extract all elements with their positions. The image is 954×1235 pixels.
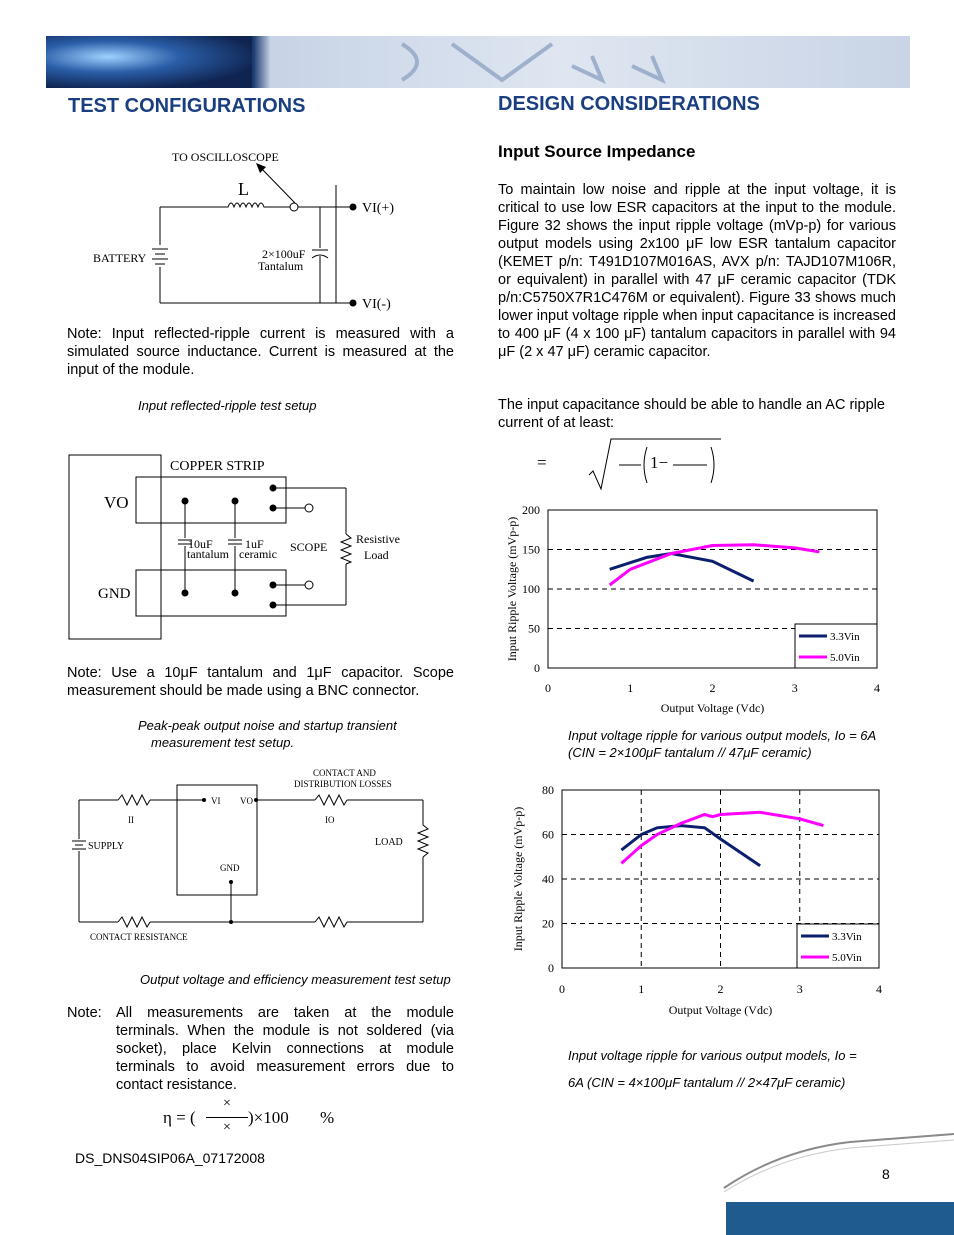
cap1-type-label: tantalum (187, 547, 230, 561)
banner-logo-shapes (400, 42, 666, 84)
efficiency-formula: η = ( × × )×100 % (163, 1096, 363, 1140)
load-label: Load (364, 548, 389, 562)
caption-chart-2a: Input voltage ripple for various output … (568, 1048, 857, 1063)
x-tick-label: 2 (718, 982, 724, 996)
caption-fig-noise-a: Peak-peak output noise and startup trans… (138, 718, 397, 733)
caption-fig-efficiency: Output voltage and efficiency measuremen… (140, 972, 451, 987)
cap1-value-label: 10uF (188, 537, 213, 551)
note3-label: Note: (67, 1005, 102, 1021)
x-tick-label: 0 (545, 681, 551, 695)
x-tick-label: 1 (638, 982, 644, 996)
vi-terminal-label: VI (211, 796, 221, 806)
battery-label: BATTERY (93, 251, 147, 265)
caption-chart-2b: 6A (CIN = 4×100μF tantalum // 2×47μF cer… (568, 1075, 846, 1090)
caption-fig-noise-b: measurement test setup. (151, 735, 295, 750)
y-tick-label: 150 (522, 543, 540, 557)
paragraph-input-impedance: To maintain low noise and ripple at the … (498, 182, 896, 360)
io-label: IO (325, 815, 335, 825)
x-tick-label: 3 (792, 681, 798, 695)
x-tick-label: 1 (627, 681, 633, 695)
eta-rhs: )×100 (248, 1108, 289, 1127)
input-source-impedance-title: Input Source Impedance (498, 142, 696, 161)
vi-minus-label: VI(-) (362, 297, 391, 312)
header-banner (46, 36, 910, 88)
test-configurations-title: TEST CONFIGURATIONS (68, 95, 306, 117)
scope-label: SCOPE (290, 540, 327, 554)
formula-one-minus: 1− (650, 453, 669, 472)
eta-percent: % (320, 1108, 335, 1127)
legend-label: 5.0Vin (832, 952, 862, 964)
inductor-label: L (238, 179, 249, 199)
legend-box (796, 923, 880, 969)
input-ripple-circuit: TO OSCILLOSCOPE L VI(+) BATTERY 2×100uF … (93, 150, 394, 312)
contact-losses-label-b: DISTRIBUTION LOSSES (294, 779, 392, 789)
y-tick-label: 20 (542, 917, 554, 931)
oscilloscope-label: TO OSCILLOSCOPE (172, 150, 279, 164)
formula-equals: = (537, 453, 547, 472)
cap-value-label: 2×100uF (262, 247, 306, 261)
paragraph-ripple-current: The input capacitance should be able to … (498, 397, 885, 431)
eta-lhs: η = ( (163, 1108, 196, 1127)
caption-fig-reflected-ripple: Input reflected-ripple test setup (138, 398, 317, 413)
note-measurement: All measurements are taken at the module… (116, 1005, 454, 1093)
x-tick-label: 4 (874, 681, 880, 695)
note-reflected-ripple: Note: Input reflected-ripple current is … (67, 326, 454, 378)
gnd-label: GND (98, 586, 131, 602)
series-line (620, 810, 824, 865)
note-output-noise: Note: Use a 10μF tantalum and 1μF capaci… (67, 665, 454, 699)
design-considerations-title: DESIGN CONSIDERATIONS (498, 93, 760, 115)
eta-times-top: × (223, 1096, 231, 1111)
contact-losses-label-a: CONTACT AND (313, 768, 376, 778)
ii-label: II (128, 815, 134, 825)
y-axis-label: Input Ripple Voltage (mVp-p) (505, 517, 519, 662)
efficiency-circuit: CONTACT AND DISTRIBUTION LOSSES VI VO II… (72, 768, 430, 942)
y-tick-label: 200 (522, 503, 540, 517)
y-tick-label: 60 (542, 828, 554, 842)
x-tick-label: 2 (710, 681, 716, 695)
caption-chart-1: Input voltage ripple for various output … (568, 728, 876, 760)
output-noise-circuit: COPPER STRIP VO GND 10uF tantalum 1uF ce… (68, 454, 400, 640)
page-number: 8 (882, 1166, 890, 1182)
x-tick-label: 3 (797, 982, 803, 996)
y-tick-label: 0 (548, 961, 554, 975)
series-line (620, 824, 761, 867)
y-tick-label: 100 (522, 582, 540, 596)
y-tick-label: 80 (542, 783, 554, 797)
cap2-type-label: ceramic (239, 547, 277, 561)
load-label-2: LOAD (375, 837, 403, 848)
legend-label: 3.3Vin (832, 931, 862, 943)
vi-plus-label: VI(+) (362, 201, 394, 216)
vo-label: VO (104, 493, 129, 512)
y-tick-label: 0 (534, 661, 540, 675)
series-line (608, 543, 820, 587)
x-axis-label: Output Voltage (Vdc) (669, 1003, 773, 1017)
legend-label: 5.0Vin (830, 652, 860, 664)
x-axis-label: Output Voltage (Vdc) (661, 701, 765, 715)
x-tick-label: 0 (559, 982, 565, 996)
supply-label: SUPPLY (88, 841, 124, 852)
resistive-label: Resistive (356, 532, 400, 546)
gnd-terminal-label: GND (220, 863, 240, 873)
cap2-value-label: 1uF (245, 537, 264, 551)
banner-image (46, 36, 252, 88)
y-tick-label: 40 (542, 872, 554, 886)
ripple-current-formula: = 1− (537, 437, 727, 492)
footer-decoration (723, 1133, 954, 1235)
y-tick-label: 50 (528, 622, 540, 636)
x-tick-label: 4 (876, 982, 882, 996)
document-code: DS_DNS04SIP06A_07172008 (75, 1150, 265, 1166)
vo-terminal-label: VO (240, 796, 253, 806)
legend-label: 3.3Vin (830, 631, 860, 643)
copper-strip-label: COPPER STRIP (170, 459, 265, 474)
legend-box (794, 623, 878, 669)
cap-type-label: Tantalum (258, 259, 304, 273)
contact-resistance-label: CONTACT RESISTANCE (90, 932, 188, 942)
y-axis-label: Input Ripple Voltage (mVp-p) (511, 807, 525, 952)
eta-times-bottom: × (223, 1120, 231, 1135)
